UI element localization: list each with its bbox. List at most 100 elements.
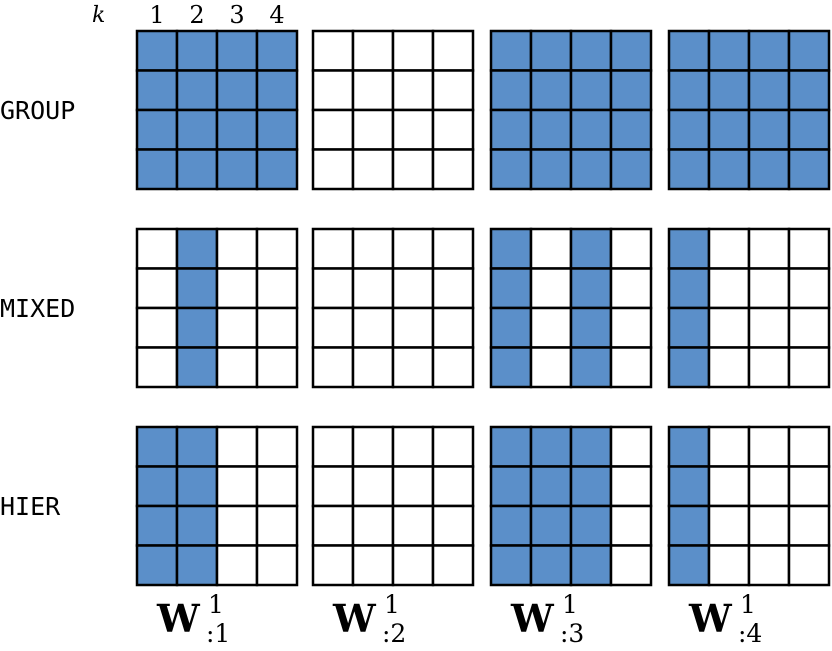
column-label-superscript: 1 xyxy=(384,590,400,619)
cell-empty xyxy=(431,148,475,191)
cell-empty xyxy=(391,425,435,468)
cell-filled xyxy=(489,108,533,151)
cell-filled xyxy=(135,544,179,587)
cell-filled xyxy=(135,425,179,468)
cell-empty xyxy=(747,425,791,468)
cell-filled xyxy=(529,504,573,547)
matrix-group-w3 xyxy=(489,29,653,191)
row-label-group: GROUP xyxy=(0,96,75,125)
cell-filled xyxy=(215,108,259,151)
cell-filled xyxy=(667,425,711,468)
cell-filled xyxy=(489,29,533,72)
cell-empty xyxy=(747,465,791,508)
cell-empty xyxy=(215,346,259,389)
cell-empty xyxy=(391,465,435,508)
cell-empty xyxy=(391,267,435,310)
cell-filled xyxy=(175,306,219,349)
column-label-subscript: :2 xyxy=(382,619,406,646)
cell-filled xyxy=(135,69,179,112)
cell-empty xyxy=(391,69,435,112)
cell-filled xyxy=(135,29,179,72)
cell-empty xyxy=(311,544,355,587)
cell-empty xyxy=(609,267,653,310)
cell-empty xyxy=(529,306,573,349)
cell-empty xyxy=(747,346,791,389)
cell-filled xyxy=(569,148,613,191)
cell-empty xyxy=(707,346,751,389)
cell-filled xyxy=(175,465,219,508)
cell-filled xyxy=(175,346,219,389)
cell-empty xyxy=(707,227,751,270)
cell-filled xyxy=(667,465,711,508)
cell-filled xyxy=(175,504,219,547)
cell-empty xyxy=(351,465,395,508)
matrix-hier-w2 xyxy=(311,425,475,587)
cell-empty xyxy=(747,227,791,270)
cell-filled xyxy=(569,465,613,508)
cell-empty xyxy=(351,227,395,270)
cell-empty xyxy=(215,267,259,310)
cell-filled xyxy=(787,69,831,112)
cell-empty xyxy=(311,306,355,349)
cell-empty xyxy=(787,267,831,310)
cell-empty xyxy=(135,306,179,349)
column-label-subscript: :4 xyxy=(738,619,762,646)
cell-empty xyxy=(255,425,299,468)
cell-empty xyxy=(215,306,259,349)
cell-filled xyxy=(489,465,533,508)
cell-filled xyxy=(135,504,179,547)
cell-empty xyxy=(787,346,831,389)
cell-empty xyxy=(747,504,791,547)
cell-empty xyxy=(609,425,653,468)
cell-empty xyxy=(311,267,355,310)
cell-empty xyxy=(215,544,259,587)
cell-empty xyxy=(707,267,751,310)
cell-filled xyxy=(489,69,533,112)
matrix-mixed-w3 xyxy=(489,227,653,389)
cell-empty xyxy=(609,465,653,508)
column-label-base: W xyxy=(510,596,555,641)
cell-filled xyxy=(609,69,653,112)
column-label-base: W xyxy=(688,596,733,641)
cell-filled xyxy=(667,227,711,270)
column-label-superscript: 1 xyxy=(208,590,224,619)
cell-empty xyxy=(311,227,355,270)
cell-empty xyxy=(215,425,259,468)
cell-empty xyxy=(431,69,475,112)
cell-empty xyxy=(311,29,355,72)
cell-empty xyxy=(787,227,831,270)
cell-empty xyxy=(351,346,395,389)
cell-empty xyxy=(431,544,475,587)
cell-empty xyxy=(255,504,299,547)
cell-empty xyxy=(707,425,751,468)
cell-empty xyxy=(529,346,573,389)
cell-empty xyxy=(609,544,653,587)
cell-empty xyxy=(351,148,395,191)
cell-filled xyxy=(569,346,613,389)
cell-filled xyxy=(667,69,711,112)
cell-filled xyxy=(787,29,831,72)
cell-filled xyxy=(529,425,573,468)
cell-filled xyxy=(489,267,533,310)
cell-filled xyxy=(787,108,831,151)
cell-filled xyxy=(489,227,533,270)
cell-filled xyxy=(529,69,573,112)
cell-empty xyxy=(707,465,751,508)
cell-empty xyxy=(255,267,299,310)
cell-empty xyxy=(351,108,395,151)
cell-empty xyxy=(351,306,395,349)
cell-filled xyxy=(667,29,711,72)
cell-empty xyxy=(255,544,299,587)
cell-empty xyxy=(311,108,355,151)
cell-filled xyxy=(569,306,613,349)
cell-empty xyxy=(431,504,475,547)
cell-filled xyxy=(569,544,613,587)
cell-filled xyxy=(569,29,613,72)
column-label-base: W xyxy=(332,596,377,641)
cell-filled xyxy=(489,504,533,547)
cell-filled xyxy=(747,108,791,151)
